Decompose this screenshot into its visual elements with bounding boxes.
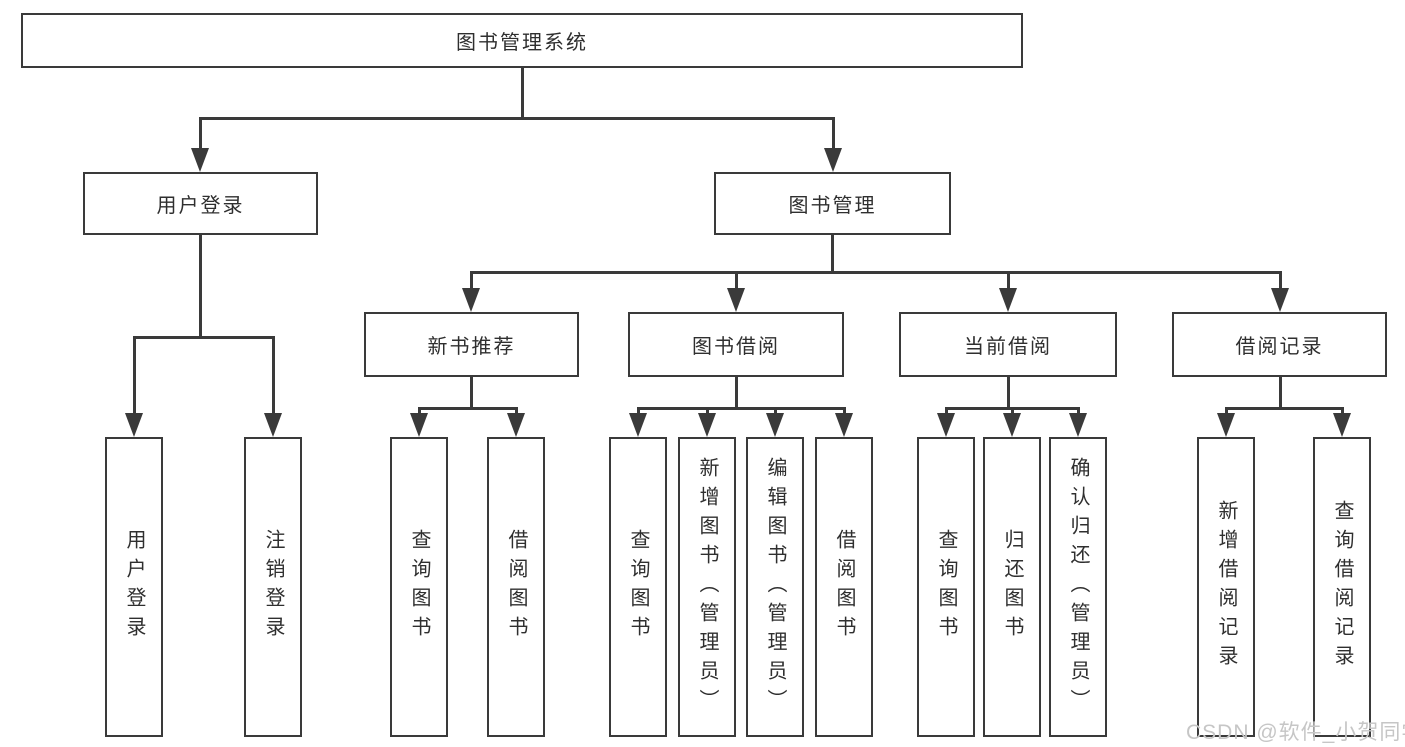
connector-line [133,336,274,339]
connector-line [418,407,517,410]
node-current-borrow: 当前借阅 [899,312,1117,377]
arrow-down-icon [766,413,784,437]
connector-line [832,117,835,150]
connector-line [706,407,709,416]
leaf-recommend-query-book: 查询图书 [390,437,448,737]
arrow-down-icon [698,413,716,437]
connector-line [521,68,524,119]
arrow-down-icon [1003,413,1021,437]
leaf-record-add-record: 新增借阅记录 [1197,437,1255,737]
connector-line [774,407,777,416]
leaf-recommend-borrow-book: 借阅图书 [487,437,545,737]
connector-line [735,377,738,409]
arrow-down-icon [1217,413,1235,437]
leaf-current-confirm-return-admin: 确认归还（管理员） [1049,437,1107,737]
connector-line [735,271,738,290]
leaf-current-query-book: 查询图书 [917,437,975,737]
watermark: CSDN @软件_小贺同学 [1186,721,1405,744]
arrow-down-icon [191,148,209,172]
leaf-borrow-add-book-admin: 新增图书（管理员） [678,437,736,737]
leaf-logout-login: 注销登录 [244,437,302,737]
arrow-down-icon [1271,288,1289,312]
arrow-down-icon [125,413,143,437]
connector-line [1225,407,1228,416]
arrow-down-icon [410,413,428,437]
arrow-down-icon [264,413,282,437]
arrow-down-icon [462,288,480,312]
leaf-borrow-query-book: 查询图书 [609,437,667,737]
connector-line [1341,407,1344,416]
node-new-book-recommend: 新书推荐 [364,312,579,377]
node-book-borrow: 图书借阅 [628,312,844,377]
arrow-down-icon [835,413,853,437]
connector-line [843,407,846,416]
connector-line [945,407,948,416]
arrow-down-icon [727,288,745,312]
connector-line [1279,377,1282,409]
connector-line [199,117,834,120]
connector-line [637,407,640,416]
connector-line [470,377,473,409]
connector-line [133,336,136,415]
arrow-down-icon [937,413,955,437]
node-root: 图书管理系统 [21,13,1023,68]
connector-line [1077,407,1080,416]
leaf-current-return-book: 归还图书 [983,437,1041,737]
node-borrow-record: 借阅记录 [1172,312,1387,377]
connector-line [199,235,202,338]
connector-line [1225,407,1343,410]
connector-line [831,235,834,273]
leaf-borrow-edit-book-admin: 编辑图书（管理员） [746,437,804,737]
arrow-down-icon [1069,413,1087,437]
connector-line [1011,407,1014,416]
node-user-login: 用户登录 [83,172,318,235]
leaf-record-query-record: 查询借阅记录 [1313,437,1371,737]
leaf-user-login: 用户登录 [105,437,163,737]
connector-line [272,336,275,415]
connector-line [470,271,1281,274]
arrow-down-icon [824,148,842,172]
connector-line [515,407,518,416]
connector-line [470,271,473,290]
connector-line [199,117,202,150]
connector-line [418,407,421,416]
connector-line [1007,377,1010,409]
arrow-down-icon [1333,413,1351,437]
connector-line [1279,271,1282,290]
leaf-borrow-borrow-book: 借阅图书 [815,437,873,737]
arrow-down-icon [507,413,525,437]
node-book-management: 图书管理 [714,172,951,235]
arrow-down-icon [999,288,1017,312]
arrow-down-icon [629,413,647,437]
connector-line [637,407,845,410]
connector-line [1007,271,1010,290]
